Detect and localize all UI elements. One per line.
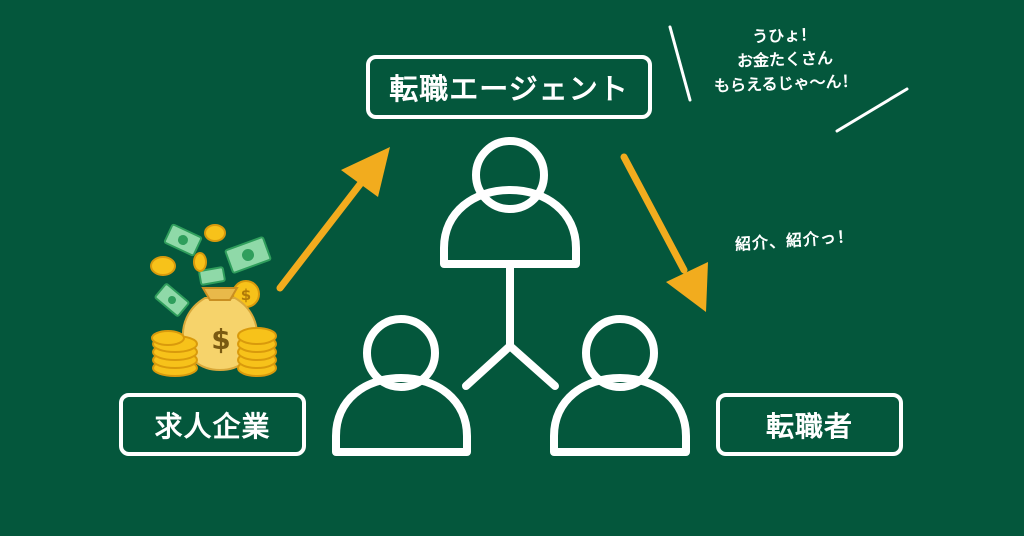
- arrow-agent-to-seeker: [620, 153, 708, 312]
- company-box: 求人企業: [119, 393, 306, 456]
- bag-dollar-sign: $: [211, 323, 230, 356]
- bill-icon: [163, 223, 203, 257]
- job-seeker-box: 転職者: [716, 393, 903, 456]
- bag-neck: [201, 287, 239, 301]
- agent-speech: うひょ！ お金たくさん もらえるじゃ〜ん！: [699, 21, 871, 99]
- job-seeker-label: 転職者: [765, 409, 853, 443]
- people-network-icon: [332, 137, 690, 456]
- agent-label: 転職エージェント: [389, 72, 629, 106]
- bill-icon: [198, 266, 226, 286]
- company-person-head: [363, 315, 439, 391]
- agent-person-head: [472, 137, 548, 213]
- speech-slash-left: [668, 25, 692, 102]
- coin-stack-right: [237, 327, 277, 377]
- connector-right: [506, 342, 559, 390]
- seeker-person-body: [550, 374, 690, 456]
- bill-icon: [154, 283, 190, 317]
- money-bag-icon: $ $: [150, 223, 277, 377]
- agent-box: 転職エージェント: [366, 55, 652, 119]
- speech-slash-right: [835, 87, 909, 133]
- connector-left: [462, 342, 514, 390]
- coin-stack-left: [151, 330, 198, 377]
- arrow-company-to-agent: [276, 147, 390, 292]
- bill-icon: [224, 236, 272, 274]
- seeker-person-head: [582, 315, 658, 391]
- agent-person-body: [440, 186, 580, 268]
- svg-text:$: $: [241, 286, 251, 304]
- company-person-body: [332, 374, 471, 456]
- company-label: 求人企業: [154, 409, 271, 443]
